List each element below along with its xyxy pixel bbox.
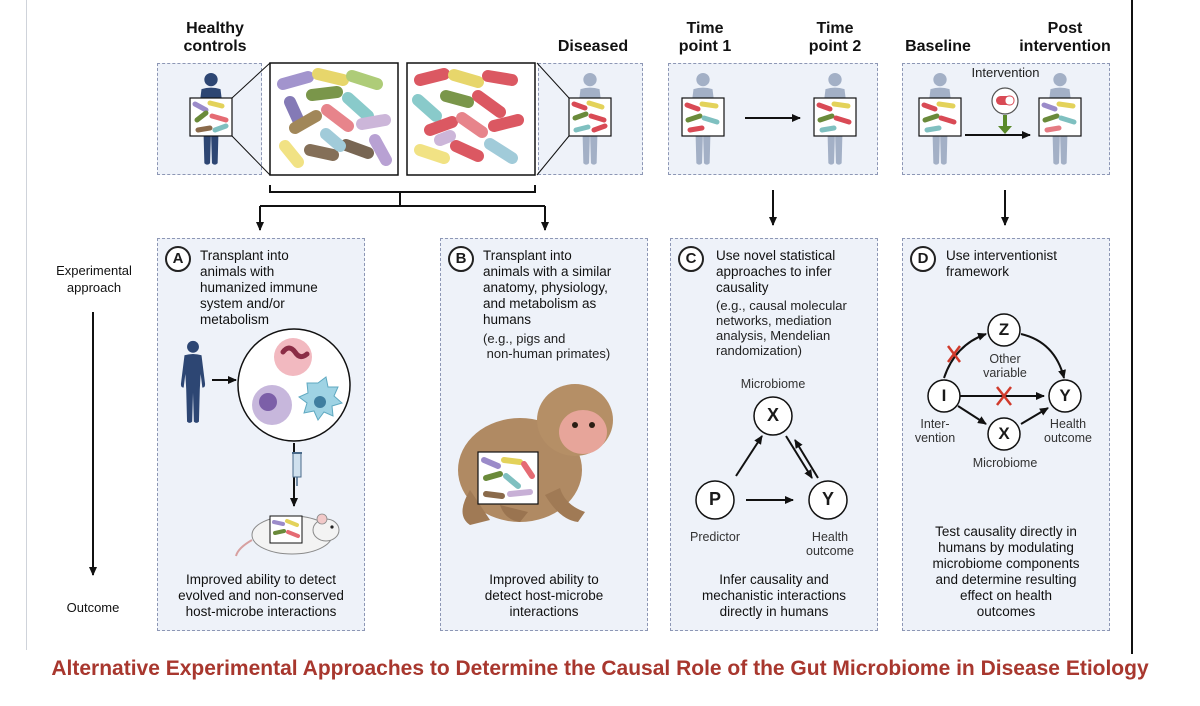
time-point-2-bacteria [816, 101, 852, 133]
panel-c-graph [735, 435, 819, 504]
node-d-z [987, 313, 1021, 347]
figure-caption: Alternative Experimental Approaches to D… [51, 657, 1149, 680]
node-d-x-label: X [998, 424, 1010, 443]
time-point-1-bacteria [684, 101, 720, 133]
node-d-z-label: Z [998, 320, 1010, 339]
mouse-gut-bacteria [272, 519, 300, 538]
node-c-p [695, 480, 735, 520]
healthy-gut-bacteria-mini [192, 100, 229, 133]
panel-b-title: Transplant into animals with a similar a… [483, 248, 612, 327]
node-d-i [927, 379, 961, 413]
panel-d-badge: D [910, 246, 936, 272]
health-outcome-label-c: Health outcome [806, 530, 854, 558]
node-d-y-label: Y [1059, 386, 1071, 405]
node-d-y [1048, 379, 1082, 413]
cross-mark-iy [996, 386, 1012, 406]
panel-c-note: (e.g., causal molecular networks, mediat… [716, 298, 847, 358]
header-healthy-controls: Healthy controls [183, 20, 247, 55]
immune-cells-icon [252, 338, 344, 425]
panel-a-title: Transplant into animals with humanized i… [200, 248, 318, 327]
outcome-label: Outcome [66, 600, 120, 615]
node-c-y-label: Y [821, 489, 834, 509]
header-diseased: Diseased [557, 38, 629, 55]
node-c-p-label: P [708, 489, 721, 509]
predictor-label: Predictor [689, 530, 741, 544]
panel-d-graph [943, 332, 1066, 425]
panel-a [157, 238, 365, 631]
panel-a-person-icon [180, 340, 206, 423]
intervention-label: Intervention [971, 65, 1040, 80]
health-outcome-label-d: Health outcome [1044, 417, 1092, 445]
node-c-x-label: X [766, 405, 779, 425]
monkey-gut-bacteria [481, 457, 535, 499]
diseased-gut-bacteria-mini [571, 100, 608, 133]
healthy-bacteria-cluster [277, 68, 392, 168]
microbiome-label-c: Microbiome [740, 377, 806, 391]
panel-a-outcome: Improved ability to detect evolved and n… [178, 572, 344, 619]
bracket-connector [256, 185, 549, 231]
panel-d-outcome: Test causality directly in humans by mod… [932, 524, 1080, 619]
experimental-approach-label: Experimental approach [56, 263, 132, 295]
left-frame-line [26, 0, 27, 650]
header-baseline: Baseline [905, 38, 971, 55]
post-intervention-bacteria [1041, 101, 1077, 133]
baseline-bacteria [921, 101, 957, 133]
panel-c-title: Use novel statistical approaches to infe… [716, 248, 836, 295]
header-post-intervention: Post intervention [1019, 20, 1111, 55]
panel-b-outcome: Improved ability to detect host-microbe … [484, 572, 604, 619]
diseased-bacteria-cluster [412, 68, 524, 164]
zoom-lines [231, 62, 570, 176]
pill-icon [991, 87, 1019, 115]
node-d-x [987, 417, 1021, 451]
panel-b-note: (e.g., pigs and non-human primates) [483, 331, 611, 361]
syringe-icon [292, 452, 302, 486]
panel-c-outcome: Infer causality and mechanistic interact… [701, 572, 847, 619]
panel-c-badge: C [678, 246, 704, 272]
right-divider-line [1131, 0, 1133, 654]
panel-b-badge: B [448, 246, 474, 272]
header-time-point-1: Time point 1 [678, 20, 732, 55]
panel-d-title: Use interventionist framework [946, 248, 1058, 279]
node-c-x [753, 396, 793, 436]
intervention-node-label: Inter- vention [914, 417, 956, 445]
header-time-point-2: Time point 2 [808, 20, 862, 55]
node-c-y [808, 480, 848, 520]
cross-mark-iz [947, 345, 961, 363]
other-variable-label: Other variable [983, 352, 1027, 380]
node-d-i-label: I [941, 386, 947, 405]
panel-a-badge: A [165, 246, 191, 272]
microbiome-label-d: Microbiome [972, 456, 1038, 470]
